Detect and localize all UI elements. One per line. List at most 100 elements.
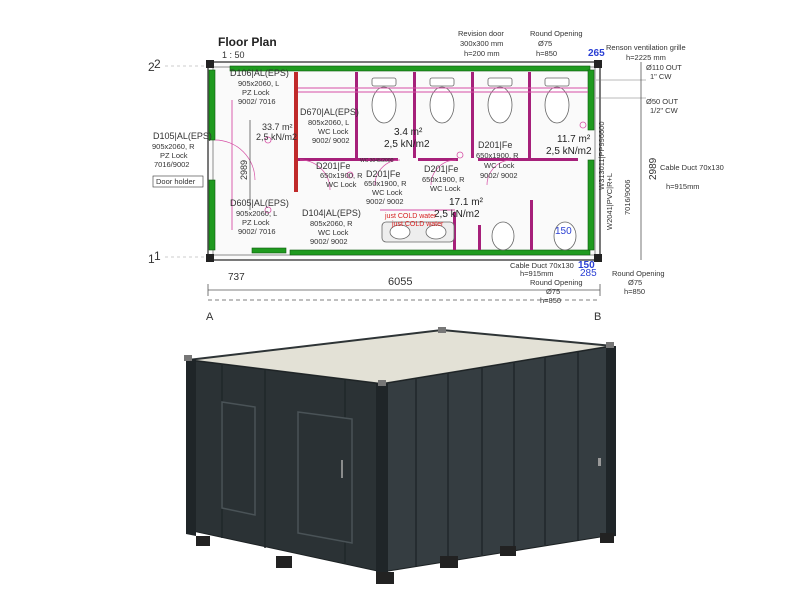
svg-text:WC Lock: WC Lock [484, 161, 515, 170]
svg-text:PZ Lock: PZ Lock [242, 218, 270, 227]
svg-text:just COLD water: just COLD water [391, 221, 444, 228]
plan-scale: 1 : 50 [222, 50, 245, 60]
svg-text:Ø75: Ø75 [546, 287, 560, 296]
svg-text:300x300 mm: 300x300 mm [460, 39, 503, 48]
svg-text:D106|AL(EPS): D106|AL(EPS) [230, 68, 289, 78]
door-d201-c-label: D201|Fe 650x1900, R WC Lock [422, 164, 465, 193]
svg-text:2,5 kN/m2: 2,5 kN/m2 [384, 139, 430, 150]
svg-text:805x2060, L: 805x2060, L [308, 118, 349, 127]
dim-2989-right: 2989 [648, 157, 659, 180]
door-d105-label: D105|AL(EPS) 905x2060, R PZ Lock 7016/90… [152, 131, 212, 188]
svg-text:905x2060, R: 905x2060, R [152, 142, 195, 151]
svg-text:Round Opening: Round Opening [530, 278, 583, 287]
dim-737: 737 [228, 272, 245, 283]
svg-text:Revision door: Revision door [458, 29, 504, 38]
svg-text:h=915mm: h=915mm [520, 269, 554, 278]
renson-note: Renson ventilation grille h=2225 mm [606, 43, 686, 62]
area-3-4: 3.4 m² 2,5 kN/m2 [384, 127, 430, 150]
container-3d-render [184, 327, 616, 584]
svg-text:h=915mm: h=915mm [666, 182, 700, 191]
area-33: 33.7 m² 2,5 kN/m2 [256, 122, 297, 142]
svg-text:1/2" CW: 1/2" CW [650, 106, 679, 115]
svg-text:h=850: h=850 [536, 49, 557, 58]
plumbing-lines [231, 87, 588, 230]
svg-text:D105|AL(EPS): D105|AL(EPS) [153, 131, 212, 141]
svg-text:905x2060, L: 905x2060, L [238, 79, 279, 88]
svg-text:WC Lock: WC Lock [318, 127, 349, 136]
svg-text:D201|Fe: D201|Fe [366, 169, 400, 179]
svg-text:905x2060, L: 905x2060, L [236, 209, 277, 218]
external-walls [208, 65, 595, 256]
door-d201-d-label: D201|Fe 650x1900, R WC Lock 9002/ 9002 [476, 140, 519, 180]
svg-text:650x1900, R: 650x1900, R [364, 179, 407, 188]
svg-text:3.4 m²: 3.4 m² [394, 127, 423, 138]
svg-text:650x1900, R: 650x1900, R [422, 175, 465, 184]
wc-fixtures [371, 77, 577, 251]
door-d106-label: D106|AL(EPS) 905x2060, L PZ Lock 9002/ 7… [230, 68, 289, 106]
svg-text:Cable Duct 70x130: Cable Duct 70x130 [510, 261, 574, 270]
dim-150-inner: 150 [555, 226, 572, 237]
svg-text:Door holder: Door holder [156, 177, 196, 186]
grid-row-2: 2 [148, 60, 155, 74]
door-d104-label: D104|AL(EPS) 805x2060, R WC Lock 9002/ 9… [302, 208, 361, 246]
round-opening-bottom-note: Round Opening Ø75 h=850 [530, 278, 583, 305]
svg-text:9002/ 9002: 9002/ 9002 [480, 171, 518, 180]
area-17-1: 17.1 m² 2,5 kN/m2 [434, 197, 484, 220]
window-code: W2041|PVC|R+L [605, 173, 614, 230]
cold-water-note: just COLD water just COLD water [384, 213, 444, 228]
svg-text:7016/9002: 7016/9002 [154, 160, 189, 169]
svg-text:D201|Fe: D201|Fe [424, 164, 458, 174]
svg-text:WC Lock: WC Lock [430, 184, 461, 193]
svg-text:h=850: h=850 [540, 296, 561, 305]
wc-dimension-tag: WC 3045/2000 [360, 158, 394, 164]
svg-text:D104|AL(EPS): D104|AL(EPS) [302, 208, 361, 218]
dim-150: 150 [578, 260, 595, 271]
svg-text:1" CW: 1" CW [650, 72, 672, 81]
plan-title: Floor Plan [218, 35, 277, 49]
door-d201-b-label: D201|Fe 650x1900, R WC Lock 9002/ 9002 [364, 169, 407, 206]
svg-text:2,5 kN/m2: 2,5 kN/m2 [256, 132, 297, 142]
svg-text:650x1900, R: 650x1900, R [476, 151, 519, 160]
svg-text:9002/ 9002: 9002/ 9002 [310, 237, 348, 246]
dim-265: 265 [588, 48, 605, 59]
svg-text:9002/ 9002: 9002/ 9002 [366, 197, 404, 206]
svg-text:9002/ 9002: 9002/ 9002 [312, 136, 350, 145]
svg-text:D670|AL(EPS): D670|AL(EPS) [300, 107, 359, 117]
svg-text:Round Opening: Round Opening [612, 269, 665, 278]
cable-duct-note-right: Cable Duct 70x130 h=915mm [660, 163, 724, 191]
door-d605-label: D605|AL(EPS) 905x2060, L PZ Lock 9002/ 7… [230, 198, 289, 236]
svg-text:33.7 m²: 33.7 m² [262, 122, 293, 132]
svg-text:PZ Lock: PZ Lock [160, 151, 188, 160]
svg-text:Ø75: Ø75 [628, 278, 642, 287]
svg-text:2,5 kN/m2: 2,5 kN/m2 [434, 209, 480, 220]
svg-text:Renson ventilation grille: Renson ventilation grille [606, 43, 686, 52]
svg-text:Ø50 OUT: Ø50 OUT [646, 97, 679, 106]
grid-col-a: A [206, 311, 214, 323]
cable-duct-note-bottom: Cable Duct 70x130 h=915mm [510, 261, 574, 278]
grid-row-1-overlap: 1 [154, 249, 161, 263]
plumbing-note: Ø110 OUT 1" CW Ø50 OUT 1/2" CW [646, 63, 682, 115]
grid-row-1: 1 [148, 252, 155, 266]
area-11-7: 11.7 m² 2,5 kN/m2 [546, 134, 592, 157]
svg-text:9002/ 7016: 9002/ 7016 [238, 97, 276, 106]
window-code-2: W313011|PP996600 [597, 121, 606, 190]
round-opening-right-note: Round Opening Ø75 h=850 [612, 269, 665, 296]
internal-walls [294, 72, 578, 250]
svg-text:Ø75: Ø75 [538, 39, 552, 48]
svg-text:Ø110 OUT: Ø110 OUT [646, 63, 682, 72]
svg-text:D201|Fe: D201|Fe [478, 140, 512, 150]
grid-col-b: B [594, 311, 601, 323]
svg-text:WC Lock: WC Lock [326, 180, 357, 189]
svg-text:just COLD water: just COLD water [384, 213, 437, 220]
revision-door-note: Revision door 300x300 mm h=200 mm [458, 29, 504, 58]
grid-row-2-overlap: 2 [154, 57, 161, 71]
svg-text:WC Lock: WC Lock [318, 228, 349, 237]
dim-285: 285 [580, 268, 597, 279]
window-dim: 7016/9006 [623, 180, 632, 215]
svg-text:h=2225 mm: h=2225 mm [626, 53, 666, 62]
svg-text:WC Lock: WC Lock [372, 188, 403, 197]
svg-text:Round Opening: Round Opening [530, 29, 583, 38]
socket-markers [264, 121, 587, 214]
svg-text:PZ Lock: PZ Lock [242, 88, 270, 97]
